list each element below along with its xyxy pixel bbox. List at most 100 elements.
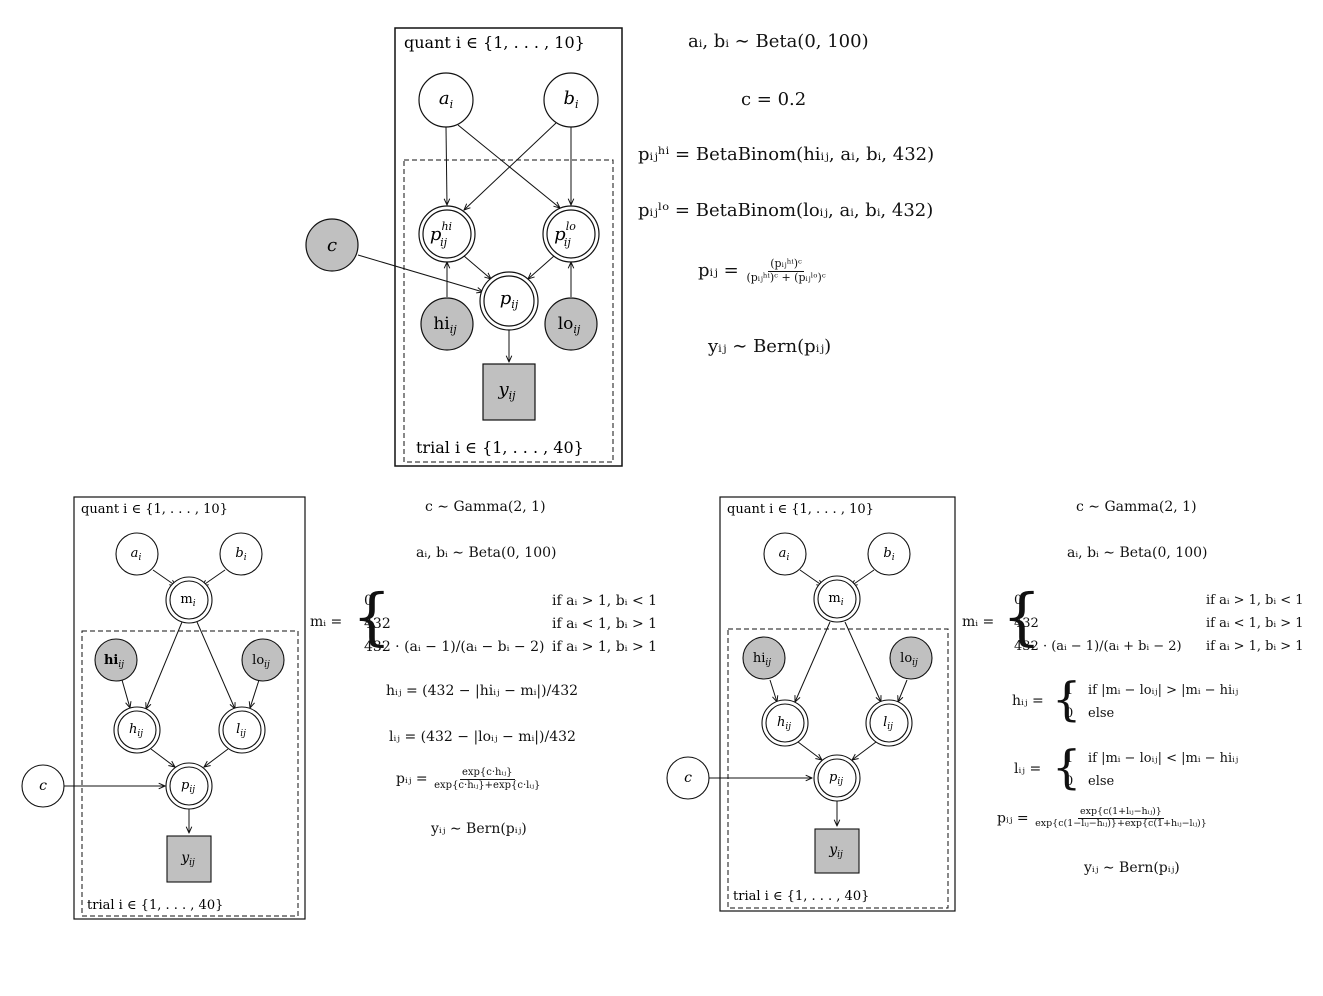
node-y: yij [482,363,536,421]
node-c: c [21,764,65,808]
eq-m-cases: mᵢ = { 0 if aᵢ > 1, bᵢ < 1 432 if aᵢ < 1… [310,580,670,658]
m-case-2-cond: if aᵢ > 1, bᵢ > 1 [552,639,658,655]
m-case-1-cond: if aᵢ < 1, bᵢ > 1 [552,616,658,632]
svg-text:hiij: hiij [433,314,457,336]
svg-text:hij: hij [777,715,791,732]
svg-text:hiij: hiij [104,653,124,670]
eq-ab-prior: aᵢ, bᵢ ∼ Beta(0, 100) [1067,545,1208,561]
eq-h-cases: hᵢⱼ = { 1 if |mᵢ − loᵢⱼ| > |mᵢ − hiᵢⱼ 0 … [1012,676,1272,726]
edge-a-m [152,569,176,586]
eq-p-lo-rhs: BetaBinom(loᵢⱼ, aᵢ, bᵢ, 432) [695,200,934,221]
node-h: hij [113,706,161,754]
svg-text:lij: lij [883,715,893,732]
eq-p-hi-lhs: pᵢⱼʰⁱ = [638,144,696,165]
eq-c-prior: c ∼ Gamma(2, 1) [425,499,546,515]
trial-plate-label: trial i ∈ {1, . . . , 40} [416,438,584,457]
m-case-0-value: 0 [1014,593,1023,608]
trial-plate [727,628,949,909]
edge-a-plo [457,124,560,208]
node-l: lij [218,706,266,754]
svg-text:mi: mi [828,591,843,608]
svg-text:ai: ai [439,88,453,111]
node-p: pij [813,754,861,802]
h-case-0-cond: if |mᵢ − loᵢⱼ| > |mᵢ − hiᵢⱼ [1088,683,1239,698]
node-lo: loij [544,297,598,351]
eq-p-fraction: (pᵢⱼʰⁱ)ᶜ (pᵢⱼʰⁱ)ᶜ + (pᵢⱼˡᵒ)ᶜ [744,257,827,284]
node-hi: hiij [94,638,138,682]
node-b: bi [219,532,263,576]
eq-p-numerator: exp{c·hᵢⱼ} [459,767,515,780]
trial-plate [403,159,614,463]
m-case-1-cond: if aᵢ < 1, bᵢ > 1 [1206,616,1304,631]
node-p: pij [479,271,539,331]
edge-a-phi [446,126,447,205]
edge-m-h [795,621,831,702]
eq-ab-prior: aᵢ, bᵢ ∼ Beta(0, 100) [416,545,557,561]
eq-c-prior: c ∼ Gamma(2, 1) [1076,499,1197,515]
edge-lo-l [250,679,260,708]
svg-text:loij: loij [900,651,918,668]
eq-y: yᵢⱼ ∼ Bern(pᵢⱼ) [1084,860,1180,876]
edge-b-m [202,569,226,586]
eq-p-hi-rhs: BetaBinom(hiᵢⱼ, aᵢ, bᵢ, 432) [695,144,935,165]
h-case-0-value: 1 [1065,683,1074,698]
eq-p-numerator: (pᵢⱼʰⁱ)ᶜ [768,257,804,272]
edge-h-p [797,741,822,760]
quant-plate [719,496,956,912]
node-b: bi [543,72,599,128]
edge-plo-p [528,255,555,279]
eq-m-lhs: mᵢ = [310,614,343,630]
m-case-0-cond: if aᵢ > 1, bᵢ < 1 [552,593,658,609]
eq-p: pᵢⱼ = (pᵢⱼʰⁱ)ᶜ (pᵢⱼʰⁱ)ᶜ + (pᵢⱼˡᵒ)ᶜ [698,257,828,284]
m-case-0-cond: if aᵢ > 1, bᵢ < 1 [1206,593,1304,608]
left-brace-icon: { [352,580,392,653]
node-m: mi [165,576,213,624]
l-case-1-cond: else [1088,774,1115,789]
eq-l: lᵢⱼ = (432 − |loᵢⱼ − mᵢ|)/432 [389,729,576,745]
eq-p-lhs: pᵢⱼ = [997,810,1034,827]
trial-plate-label: trial i ∈ {1, . . . , 40} [87,898,223,913]
quant-plate [394,27,623,467]
eq-p-hi: pᵢⱼʰⁱ = BetaBinom(hiᵢⱼ, aᵢ, bᵢ, 432) [638,144,934,165]
node-hi: hiij [420,297,474,351]
node-a: ai [763,532,807,576]
svg-text:hiij: hiij [753,651,771,668]
node-h: hij [761,699,809,747]
edge-b-phi [464,122,557,210]
left-brace-icon: { [1052,672,1082,726]
node-a: ai [418,72,474,128]
eq-p-lo-lhs: pᵢⱼˡᵒ = [638,200,696,221]
eq-h-lhs: hᵢⱼ = [1012,693,1044,709]
node-lo: loij [241,638,285,682]
svg-text:lij: lij [236,722,246,739]
svg-text:hij: hij [129,722,143,739]
node-y: yij [814,828,860,874]
l-case-0-value: 1 [1065,751,1074,766]
quant-plate-label: quant i ∈ {1, . . . , 10} [727,502,874,517]
svg-text:bi: bi [883,546,894,563]
eq-p-lo: pᵢⱼˡᵒ = BetaBinom(loᵢⱼ, aᵢ, bᵢ, 432) [638,200,933,221]
eq-ab-prior: aᵢ, bᵢ ∼ Beta(0, 100) [688,31,869,52]
svg-text:pij: pij [829,770,843,787]
node-y: yij [166,835,212,883]
trial-plate [81,630,299,917]
eq-p-lhs: pᵢⱼ = [396,771,433,787]
edge-h-p [150,748,175,767]
left-brace-icon: { [1052,740,1082,794]
edge-l-p [852,741,877,760]
eq-p-lhs: pᵢⱼ = [698,260,745,282]
eq-p-fraction: exp{c·hᵢⱼ} exp{c·hᵢⱼ}+exp{c·lᵢⱼ} [432,767,542,791]
trial-plate-label: trial i ∈ {1, . . . , 40} [733,889,869,904]
node-lo: loij [889,636,933,680]
left-diagram: quant i ∈ {1, . . . , 10} trial i ∈ {1, … [21,496,306,920]
node-l: lij [865,699,913,747]
h-case-1-value: 0 [1065,706,1074,721]
eq-m-cases: mᵢ = { 0 if aᵢ > 1, bᵢ < 1 432 if aᵢ < 1… [962,586,1317,658]
svg-text:yij: yij [497,379,516,402]
svg-text:mi: mi [180,592,195,609]
m-case-1-value: 432 [1014,616,1039,631]
svg-text:yij: yij [828,842,843,860]
